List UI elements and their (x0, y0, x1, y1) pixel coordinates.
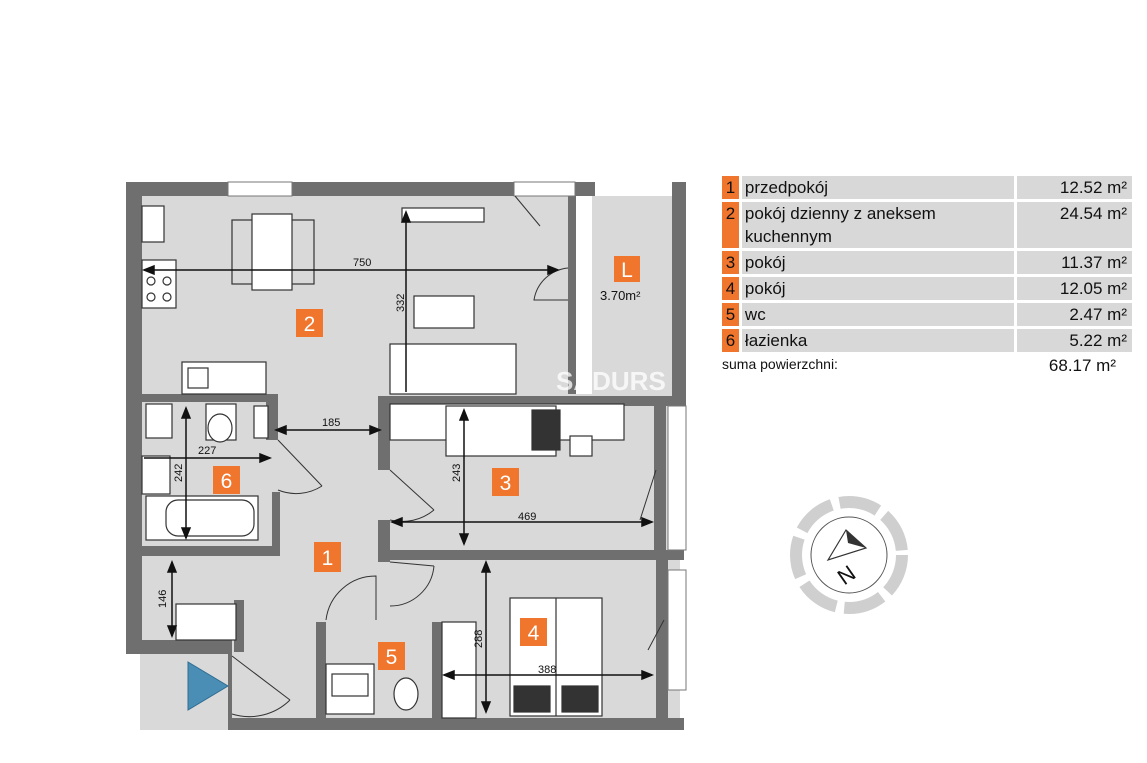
legend-row-4: 4 pokój 12.05 m² (722, 277, 1132, 300)
loggia-badge: L (614, 256, 640, 282)
legend-room-area: 11.37 m² (1016, 251, 1132, 274)
summary-label: suma powierzchni: (722, 356, 838, 372)
dim-living-depth: 332 (395, 294, 407, 312)
legend-room-name: pokój (741, 251, 1014, 274)
dim-wardrobe-depth: 146 (157, 590, 169, 608)
summary-value: 68.17 m² (1048, 356, 1116, 375)
legend-row-6: 6 łazienka 5.22 m² (722, 329, 1132, 352)
svg-text:6: 6 (221, 470, 233, 493)
room-badge-5: 5 (378, 642, 405, 670)
legend-number: 3 (722, 251, 739, 274)
windows (227, 181, 687, 691)
legend-row-2: 2 pokój dzienny z aneksem kuchennym 24.5… (722, 202, 1132, 248)
room-badge-2: 2 (296, 309, 323, 337)
north-compass-icon: N (790, 496, 908, 614)
loggia-area: 3.70m² (600, 288, 641, 303)
legend-room-area: 12.52 m² (1016, 176, 1132, 199)
svg-text:3: 3 (500, 472, 512, 495)
legend-room-name: pokój dzienny z aneksem kuchennym (741, 202, 1014, 248)
walls (126, 182, 686, 730)
area-legend: 1 przedpokój 12.52 m² 2 pokój dzienny z … (722, 176, 1132, 376)
room-badge-1: 1 (314, 542, 341, 572)
legend-row-5: 5 wc 2.47 m² (722, 303, 1132, 326)
legend-number: 1 (722, 176, 739, 199)
legend-room-name: pokój (741, 277, 1014, 300)
legend-room-area: 12.05 m² (1016, 277, 1132, 300)
svg-text:1: 1 (322, 547, 334, 570)
svg-text:L: L (621, 259, 633, 282)
dim-room4-depth: 288 (473, 630, 485, 648)
watermark: SADURS (556, 366, 666, 396)
legend-room-area: 24.54 m² (1016, 202, 1132, 248)
legend-room-area: 5.22 m² (1016, 329, 1132, 352)
legend-number: 2 (722, 202, 739, 248)
dim-living-width: 750 (353, 257, 371, 269)
legend-number: 4 (722, 277, 739, 300)
legend-number: 6 (722, 329, 739, 352)
furniture (141, 205, 625, 719)
svg-text:4: 4 (528, 622, 540, 645)
dim-hall-width: 185 (322, 417, 340, 429)
legend-room-name: wc (741, 303, 1014, 326)
legend-room-area: 2.47 m² (1016, 303, 1132, 326)
entrance-arrow-icon (187, 661, 229, 711)
legend-room-name: łazienka (741, 329, 1014, 352)
legend-room-name: przedpokój (741, 176, 1014, 199)
svg-text:2: 2 (304, 313, 316, 336)
door-swings (231, 195, 665, 718)
legend-summary: suma powierzchni: 68.17 m² (722, 356, 1132, 376)
room-badge-4: 4 (520, 618, 547, 646)
room-badge-6: 6 (213, 466, 240, 494)
dimension-lines (141, 209, 655, 715)
dim-room3-depth: 243 (451, 464, 463, 482)
legend-row-1: 1 przedpokój 12.52 m² (722, 176, 1132, 199)
room-badge-3: 3 (492, 468, 519, 496)
svg-text:5: 5 (386, 646, 398, 669)
dim-room3-width: 469 (518, 511, 536, 523)
dim-bath-depth: 242 (173, 464, 185, 482)
dim-room4-width: 388 (538, 664, 556, 676)
dim-bath-width: 227 (198, 445, 216, 457)
legend-number: 5 (722, 303, 739, 326)
legend-row-3: 3 pokój 11.37 m² (722, 251, 1132, 274)
